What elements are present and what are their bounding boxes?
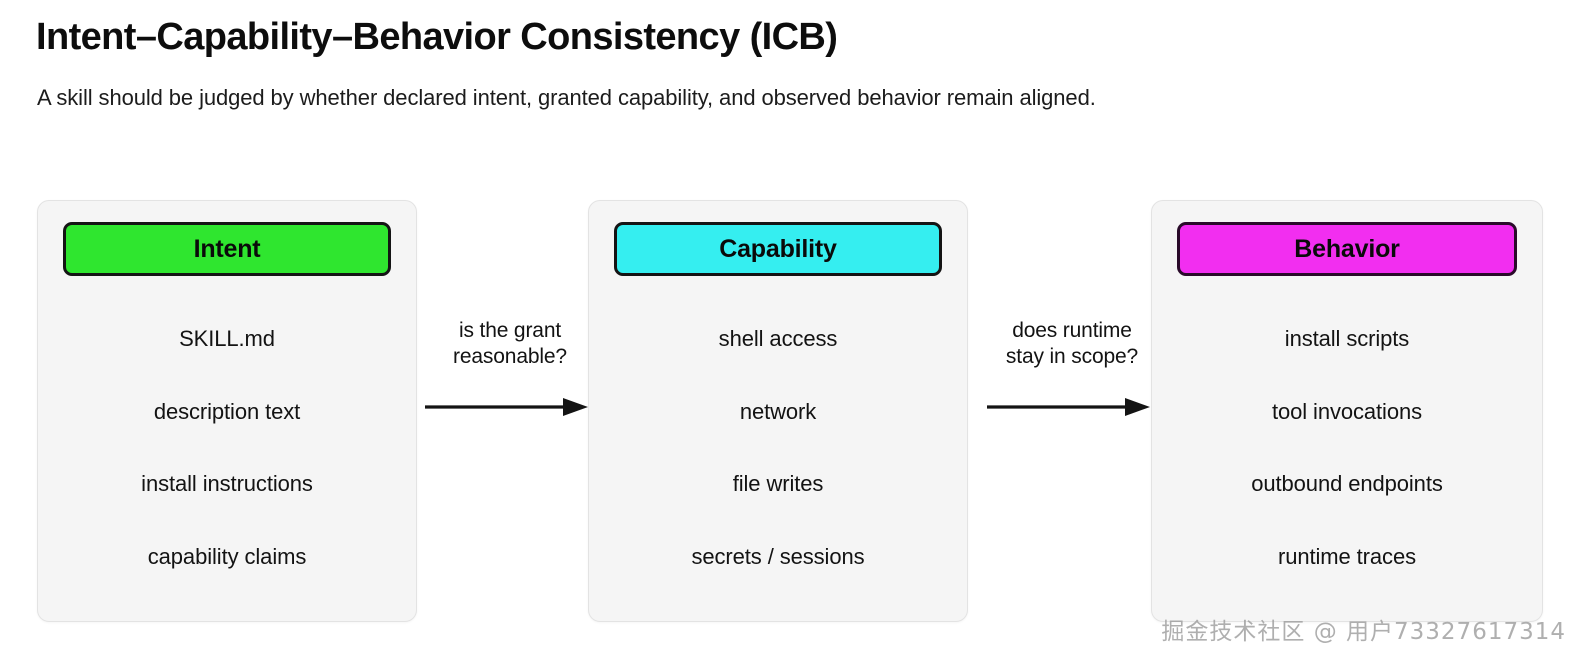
list-item: install instructions xyxy=(141,471,313,497)
connector-intent-to-capability: is the grant reasonable? xyxy=(420,318,600,423)
watermark: 掘金技术社区 @ 用户73327617314 xyxy=(1161,619,1566,645)
list-item: network xyxy=(739,398,817,424)
card-header-intent: Intent xyxy=(63,222,391,276)
card-items-intent: SKILL.md description text install instru… xyxy=(38,303,416,593)
card-behavior: Behavior install scripts tool invocation… xyxy=(1151,200,1543,622)
connector-label: is the grant reasonable? xyxy=(453,319,567,368)
card-items-behavior: install scripts tool invocations outboun… xyxy=(1152,303,1542,593)
page-title: Intent–Capability–Behavior Consistency (… xyxy=(36,16,838,58)
page-subtitle: A skill should be judged by whether decl… xyxy=(37,85,1096,110)
card-intent: Intent SKILL.md description text install… xyxy=(37,200,417,622)
list-item: outbound endpoints xyxy=(1251,471,1443,497)
connector-capability-to-behavior: does runtime stay in scope? xyxy=(982,318,1162,423)
list-item: description text xyxy=(153,398,301,424)
list-item: SKILL.md xyxy=(179,326,275,352)
card-capability: Capability shell access network file wri… xyxy=(588,200,968,622)
list-item: capability claims xyxy=(147,543,307,569)
arrow-right-icon xyxy=(425,398,588,416)
card-header-capability: Capability xyxy=(614,222,942,276)
list-item: tool invocations xyxy=(1271,398,1423,424)
list-item: file writes xyxy=(732,471,824,497)
list-item: runtime traces xyxy=(1278,543,1416,569)
card-items-capability: shell access network file writes secrets… xyxy=(589,303,967,593)
card-header-behavior: Behavior xyxy=(1177,222,1517,276)
arrow-right-icon xyxy=(987,398,1150,416)
connector-label: does runtime stay in scope? xyxy=(1005,319,1139,368)
list-item: shell access xyxy=(718,326,838,352)
list-item: install scripts xyxy=(1284,326,1410,352)
list-item: secrets / sessions xyxy=(691,543,865,569)
